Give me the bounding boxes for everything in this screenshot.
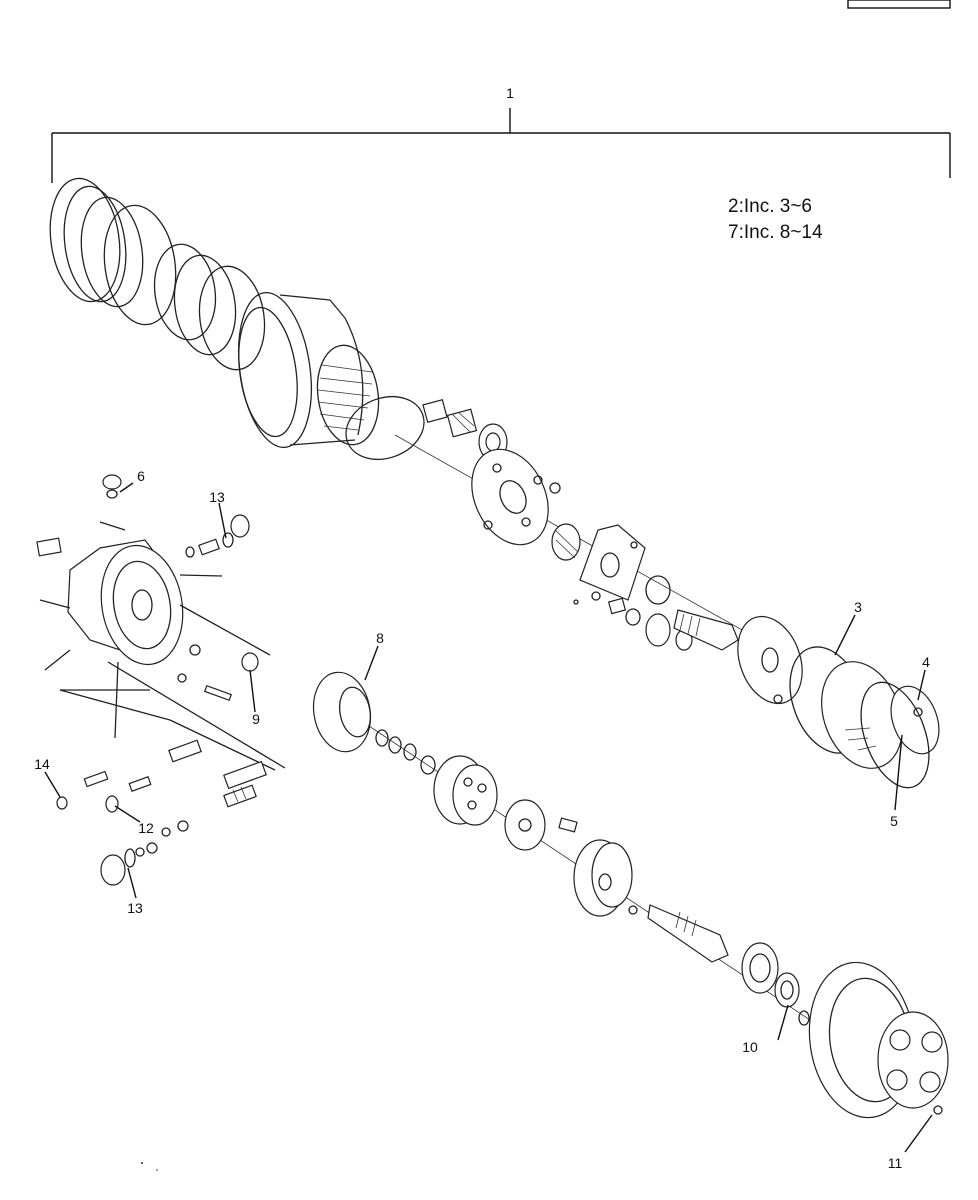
- sun-gear: [551, 523, 581, 561]
- ring-seals-group: [49, 177, 266, 371]
- label-8: 8: [376, 630, 384, 646]
- drum-housing: [238, 291, 380, 449]
- label-13-upper: 13: [209, 489, 225, 505]
- bearing-10: [774, 972, 800, 1008]
- plug-12: [105, 795, 119, 813]
- label-10: 10: [742, 1039, 758, 1055]
- valve-plate-8: [312, 671, 372, 753]
- plug-9: [203, 652, 259, 702]
- carrier-plate-1: [471, 448, 561, 546]
- plug-13-lower: [100, 848, 136, 886]
- cylinder-block: [433, 755, 498, 826]
- label-5: 5: [890, 813, 898, 829]
- leader-lines: [44, 482, 933, 1153]
- label-14: 14: [34, 756, 50, 772]
- plug-6: [102, 474, 122, 499]
- valve-block: [36, 521, 286, 771]
- retainer-plate: [504, 799, 578, 851]
- spool-parts: [83, 739, 267, 857]
- plug-14: [56, 796, 68, 810]
- label-3: 3: [854, 599, 862, 615]
- assembly-bracket-1: [51, 108, 951, 183]
- label-1: 1: [506, 85, 514, 101]
- corner-frame: [847, 0, 951, 9]
- motor-casing-11: [808, 961, 949, 1119]
- speck: [141, 1162, 143, 1164]
- speck: [156, 1169, 158, 1171]
- label-13-lower: 13: [127, 900, 143, 916]
- seal-ring-5: [860, 681, 930, 789]
- note-line-1: 2:Inc. 3~6: [728, 196, 812, 217]
- cover-plate: [737, 615, 803, 705]
- gear-cluster-1: [422, 398, 508, 461]
- carrier-plate-2: [573, 524, 671, 605]
- output-shaft-1: [673, 609, 739, 651]
- bearing: [741, 942, 779, 994]
- small-ring: [798, 1010, 810, 1026]
- swash-plate: [573, 839, 638, 917]
- note-line-2: 7:Inc. 8~14: [728, 222, 823, 243]
- label-4: 4: [922, 654, 930, 670]
- ring-stack: [375, 729, 436, 775]
- label-11: 11: [888, 1155, 903, 1171]
- plug-13-upper: [185, 514, 250, 558]
- drive-shaft: [647, 904, 729, 963]
- o-ring: [345, 396, 425, 460]
- label-12: 12: [138, 820, 154, 836]
- label-6: 6: [137, 468, 145, 484]
- label-9: 9: [252, 711, 260, 727]
